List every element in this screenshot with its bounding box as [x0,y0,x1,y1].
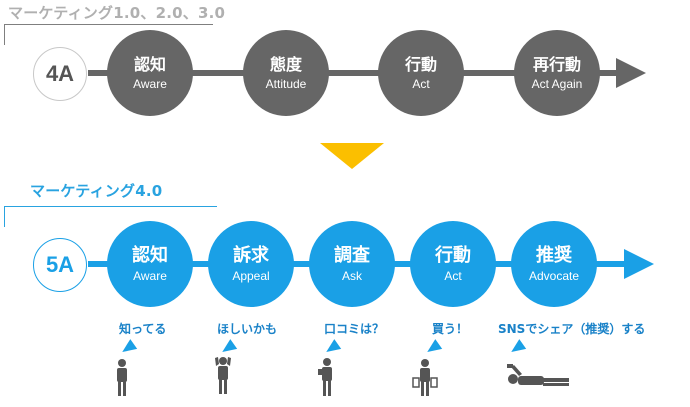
stage-en-label: Attitude [265,76,307,91]
new-model-bracket [4,206,217,227]
stage-en-label: Ask [341,268,362,283]
new-model-header: マーケティング4.0 [30,182,163,200]
caption-aware: 知ってる [119,322,167,336]
speech-tail-icon [423,339,443,357]
person-with-shopping-bags-icon [412,359,438,396]
old-stage-act: 行動 Act [378,30,464,116]
stage-en-label: Act [412,76,430,91]
new-stage-advocate: 推奨 Advocate [511,221,597,307]
stage-jp-label: 認知 [133,54,166,74]
stage-jp-label: 態度 [269,54,302,74]
speech-tail-icon [322,339,342,357]
old-model-header: マーケティング1.0、2.0、3.0 [8,4,226,22]
stage-jp-label: 再行動 [532,54,581,74]
old-model-lead-circle: 4A [33,47,87,101]
old-model-arrow-head-icon [616,58,646,88]
new-model-lead-circle: 5A [33,238,87,292]
stage-jp-label: 推奨 [536,244,572,266]
stage-jp-label: 行動 [435,244,471,266]
down-triangle-icon [320,143,384,169]
new-stage-aware: 認知 Aware [107,221,193,307]
stage-en-label: Act Again [531,76,583,91]
stage-jp-label: 調査 [334,244,370,266]
stage-jp-label: 行動 [404,54,437,74]
stage-en-label: Advocate [528,268,580,283]
new-stage-ask: 調査 Ask [309,221,395,307]
new-stage-appeal: 訴求 Appeal [208,221,294,307]
speech-tail-icon [507,339,527,357]
stage-en-label: Appeal [232,268,270,283]
old-stage-aware: 認知 Aware [107,30,193,116]
standing-person-icon [117,359,127,396]
stage-en-label: Aware [133,268,167,283]
new-stage-act: 行動 Act [410,221,496,307]
speech-tail-icon [118,339,138,357]
person-with-phone-icon [318,358,332,396]
stage-jp-label: 認知 [132,244,168,266]
old-model-arrow-shaft [88,70,618,76]
stage-en-label: Aware [133,76,167,91]
old-model-bracket [4,24,213,45]
stage-jp-label: 訴求 [233,244,269,266]
stage-en-label: Act [444,268,462,283]
old-stage-act-again: 再行動 Act Again [514,30,600,116]
caption-act: 買う！ [432,322,469,336]
old-stage-attitude: 態度 Attitude [243,30,329,116]
caption-advocate: SNSでシェア（推奨）する [498,322,646,336]
caption-ask: 口コミは？ [324,322,385,336]
caption-appeal: ほしいかも [217,322,278,336]
new-model-arrow-head-icon [624,249,654,279]
person-lying-with-phone-icon [507,364,569,386]
person-hands-on-head-icon [215,357,231,394]
